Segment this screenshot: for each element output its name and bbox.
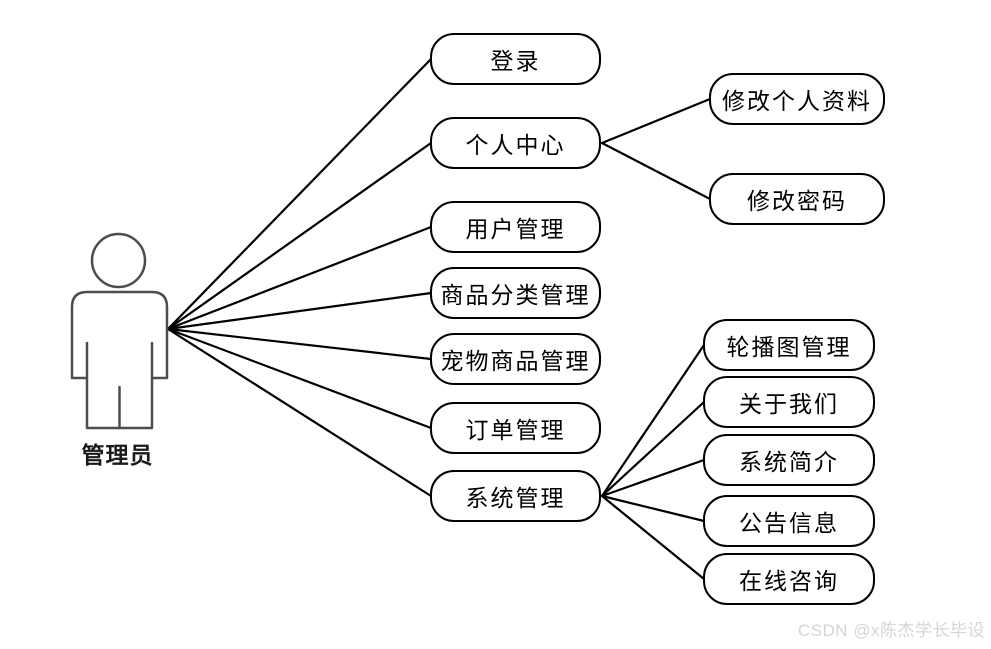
edge-system-management-announce <box>600 494 706 523</box>
usecase-about-us-label: 关于我们 <box>739 392 839 417</box>
edge-actor-personal-center <box>166 141 433 331</box>
edge-system-management-carousel <box>600 343 706 498</box>
usecase-personal-center-label: 个人中心 <box>465 133 566 158</box>
actor-head <box>90 232 147 289</box>
usecase-login-label: 登录 <box>490 49 541 74</box>
usecase-announcement-info: 公告信息 <box>703 495 875 547</box>
usecase-system-intro: 系统简介 <box>703 434 875 486</box>
usecase-change-password: 修改密码 <box>709 173 885 225</box>
usecase-system-management-label: 系统管理 <box>465 486 566 511</box>
edge-system-management-online <box>600 494 706 581</box>
usecase-online-consultation-label: 在线咨询 <box>739 569 839 594</box>
edge-actor-system-management <box>166 327 433 498</box>
usecase-pet-product-management-label: 宠物商品管理 <box>440 349 591 374</box>
edge-actor-order-management <box>166 327 433 430</box>
edge-actor-user-management <box>166 225 433 331</box>
usecase-edit-profile-label: 修改个人资料 <box>722 89 872 114</box>
edge-actor-pet-product <box>166 327 433 361</box>
usecase-edit-profile: 修改个人资料 <box>709 73 885 125</box>
usecase-carousel-management-label: 轮播图管理 <box>726 335 852 360</box>
edge-actor-login <box>166 57 433 331</box>
usecase-user-management-label: 用户管理 <box>465 217 566 242</box>
usecase-online-consultation: 在线咨询 <box>703 553 875 605</box>
usecase-change-password-label: 修改密码 <box>747 189 847 214</box>
usecase-user-management: 用户管理 <box>430 201 601 253</box>
usecase-order-management-label: 订单管理 <box>465 418 566 443</box>
usecase-announcement-info-label: 公告信息 <box>739 511 839 536</box>
usecase-login: 登录 <box>430 33 601 85</box>
edge-system-management-sys-intro <box>600 458 706 498</box>
edge-personal-center-edit-profile <box>600 97 712 145</box>
usecase-product-category-management: 商品分类管理 <box>430 267 601 319</box>
usecase-order-management: 订单管理 <box>430 402 601 454</box>
usecase-personal-center: 个人中心 <box>430 117 601 169</box>
actor-body <box>70 290 169 430</box>
usecase-pet-product-management: 宠物商品管理 <box>430 333 601 385</box>
edge-actor-product-category <box>166 291 433 331</box>
usecase-about-us: 关于我们 <box>703 376 875 428</box>
usecase-system-management: 系统管理 <box>430 470 601 522</box>
edge-personal-center-change-password <box>600 141 712 201</box>
watermark: CSDN @x陈杰学长毕设 <box>797 621 985 640</box>
usecase-carousel-management: 轮播图管理 <box>703 319 875 371</box>
usecase-system-intro-label: 系统简介 <box>739 450 839 475</box>
actor-figure-icon <box>70 232 169 430</box>
actor-label: 管理员 <box>81 442 154 468</box>
usecase-product-category-management-label: 商品分类管理 <box>440 283 591 308</box>
edge-system-management-about-us <box>600 400 706 498</box>
